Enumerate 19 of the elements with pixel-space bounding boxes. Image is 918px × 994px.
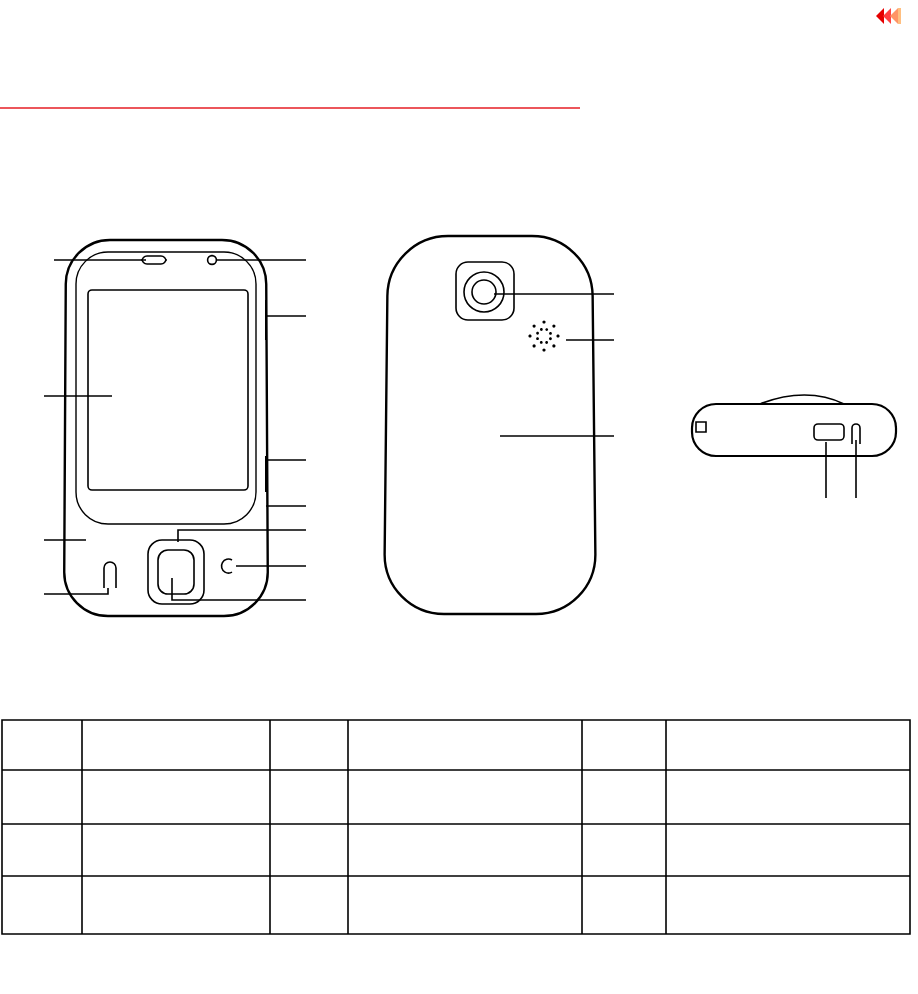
leader-line xyxy=(825,441,827,499)
phone-back-drawing xyxy=(383,234,597,616)
leader-line xyxy=(171,577,307,601)
leader-line xyxy=(855,439,857,499)
leader-line xyxy=(235,565,307,567)
leader-line xyxy=(565,339,615,341)
leader-line xyxy=(265,505,307,507)
leader-line xyxy=(265,459,307,461)
phone-bottom-drawing xyxy=(690,394,898,458)
leader-line xyxy=(43,395,113,397)
leader-line xyxy=(215,259,307,261)
leader-line xyxy=(177,529,307,543)
leader-line xyxy=(493,293,615,295)
leader-line xyxy=(43,539,87,541)
phone-front-drawing xyxy=(63,238,269,618)
leader-line xyxy=(53,259,147,261)
leader-line xyxy=(265,315,307,317)
leader-line xyxy=(43,587,109,595)
leader-line xyxy=(499,435,615,437)
